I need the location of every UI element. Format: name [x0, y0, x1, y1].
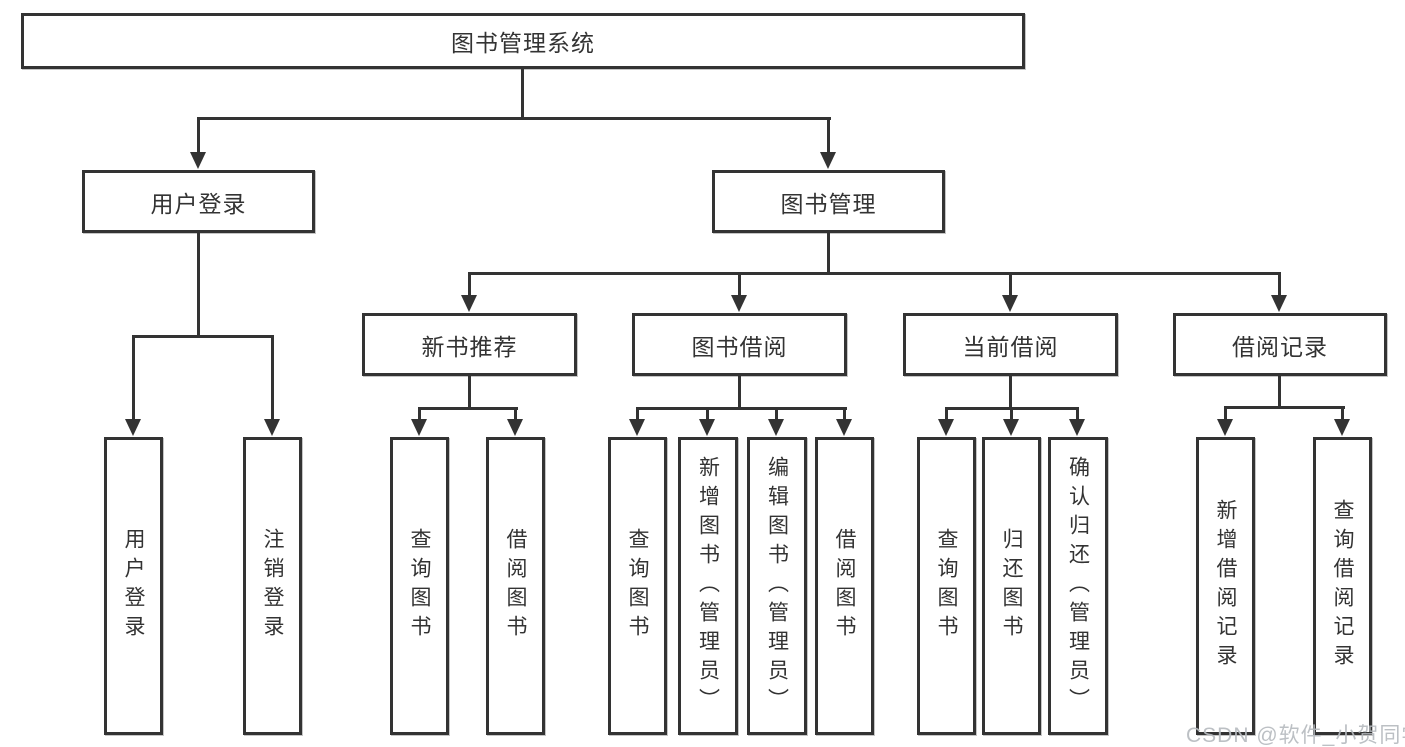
connector-user-login-split [132, 335, 274, 338]
leaf-add-books-admin: 新增图书（管理员） [678, 437, 738, 735]
node-library-management-system: 图书管理系统 [21, 13, 1025, 69]
connector-drop [1076, 407, 1079, 421]
node-book-borrowing: 图书借阅 [632, 313, 847, 376]
arrow-down-icon [731, 295, 747, 312]
connector-drop [1278, 272, 1281, 298]
connector-stem [1278, 376, 1281, 409]
leaf-query-books-borrowing: 查询图书 [608, 437, 667, 735]
leaf-borrow-books: 借阅图书 [815, 437, 874, 735]
connector-drop [738, 272, 741, 298]
arrow-down-icon [768, 419, 784, 436]
arrow-down-icon [1003, 419, 1019, 436]
node-book-management: 图书管理 [712, 170, 945, 233]
connector-split [418, 407, 518, 410]
connector-drop [468, 272, 471, 298]
connector-stem [1009, 376, 1012, 410]
arrow-down-icon [629, 419, 645, 436]
connector-stem [468, 376, 471, 410]
watermark: CSDN @软件_小贺同学 [1186, 724, 1405, 747]
connector-user-login-stem [197, 233, 200, 338]
arrow-down-icon [1002, 295, 1018, 312]
arrow-down-icon [190, 152, 206, 169]
arrow-down-icon [938, 419, 954, 436]
arrow-down-icon [125, 419, 141, 436]
leaf-borrow-books-recommend: 借阅图书 [486, 437, 545, 735]
leaf-return-books: 归还图书 [982, 437, 1041, 735]
leaf-query-books-recommend: 查询图书 [390, 437, 449, 735]
connector-stem [738, 376, 741, 410]
leaf-query-borrow-record: 查询借阅记录 [1313, 437, 1372, 735]
arrow-down-icon [836, 419, 852, 436]
connector-drop [945, 407, 948, 421]
connector-drop [418, 407, 421, 421]
connector-drop [706, 407, 709, 421]
arrow-down-icon [1271, 295, 1287, 312]
arrow-down-icon [507, 419, 523, 436]
arrow-down-icon [411, 419, 427, 436]
leaf-query-books-current: 查询图书 [917, 437, 976, 735]
connector-root-stem [521, 68, 524, 120]
leaf-edit-books-admin: 编辑图书（管理员） [747, 437, 807, 735]
connector-level3-split [468, 272, 1281, 275]
connector-drop [843, 407, 846, 421]
connector-drop [514, 407, 517, 421]
connector-book-mgmt-stem [827, 233, 830, 275]
connector-split [636, 407, 847, 410]
arrow-down-icon [699, 419, 715, 436]
arrow-down-icon [264, 419, 280, 436]
connector-drop [271, 335, 274, 421]
leaf-logout: 注销登录 [243, 437, 302, 735]
arrow-down-icon [820, 152, 836, 169]
connector-drop [636, 407, 639, 421]
node-user-login: 用户登录 [82, 170, 315, 233]
connector-drop [132, 335, 135, 421]
connector-book-mgmt-drop [827, 117, 830, 155]
connector-split [1224, 406, 1345, 409]
arrow-down-icon [461, 295, 477, 312]
leaf-confirm-return-admin: 确认归还（管理员） [1048, 437, 1108, 735]
node-borrowing-records: 借阅记录 [1173, 313, 1387, 376]
connector-drop [1224, 406, 1227, 421]
node-current-borrowing: 当前借阅 [903, 313, 1118, 376]
connector-user-login-drop [197, 117, 200, 155]
connector-drop [775, 407, 778, 421]
leaf-add-borrow-record: 新增借阅记录 [1196, 437, 1255, 735]
arrow-down-icon [1334, 419, 1350, 436]
node-new-book-recommendation: 新书推荐 [362, 313, 577, 376]
leaf-user-login: 用户登录 [104, 437, 163, 735]
arrow-down-icon [1217, 419, 1233, 436]
connector-level2-split [197, 117, 831, 120]
connector-drop [1010, 407, 1013, 421]
arrow-down-icon [1069, 419, 1085, 436]
connector-drop [1341, 406, 1344, 421]
connector-drop [1009, 272, 1012, 298]
